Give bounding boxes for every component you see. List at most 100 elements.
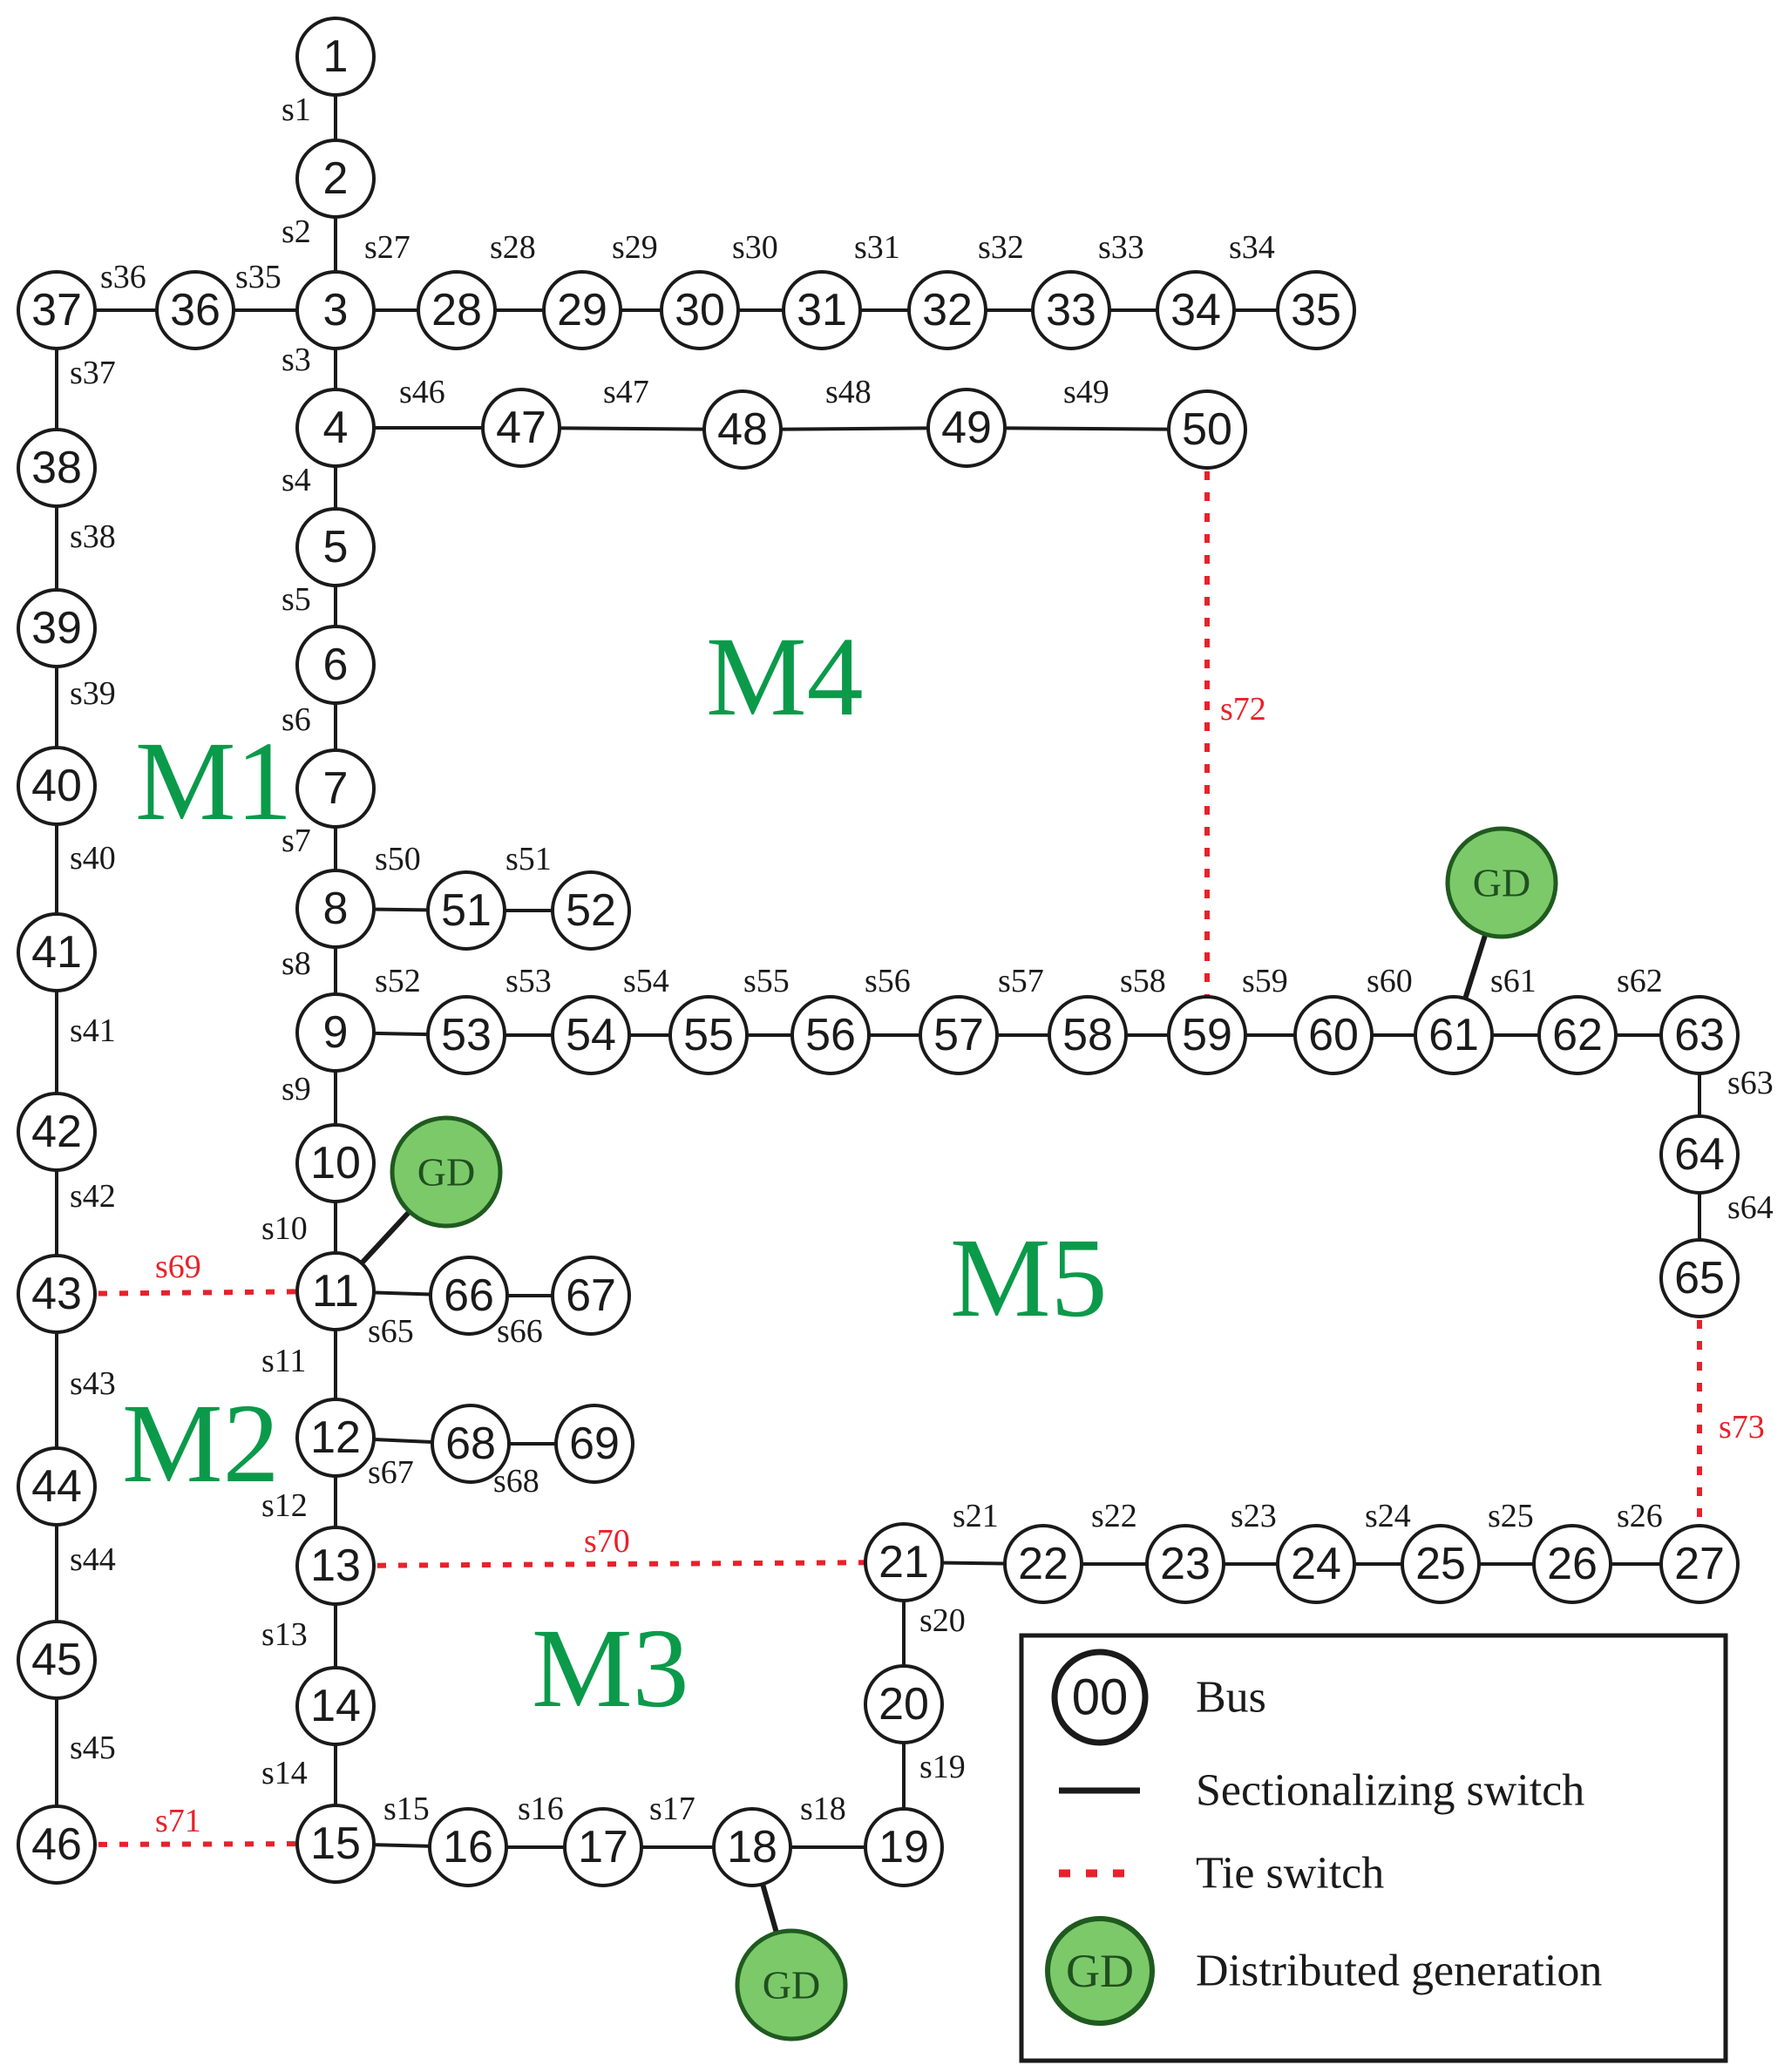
- bus-label: 45: [31, 1635, 82, 1685]
- bus-circle: [1293, 995, 1374, 1075]
- bus-15: 15: [295, 1804, 376, 1884]
- switch-label-s23: s23: [1231, 1498, 1277, 1534]
- switch-label-s59: s59: [1242, 963, 1288, 999]
- bus-label: 31: [797, 285, 847, 335]
- bus-circle: [1003, 1524, 1083, 1604]
- gd-circle: [735, 1928, 848, 2042]
- switch-label-s2: s2: [282, 213, 311, 250]
- region-label-m4: M4: [706, 614, 864, 740]
- region-label-m2: M2: [122, 1381, 280, 1507]
- switch-label-s61: s61: [1490, 963, 1537, 999]
- bus-label: 1: [323, 31, 349, 82]
- switch-label-s39: s39: [70, 675, 116, 712]
- switch-label-s29: s29: [612, 229, 658, 266]
- bus-circle: [551, 870, 631, 951]
- bus-66: 66: [429, 1256, 509, 1336]
- legend-bus-symbol-text: 00: [1072, 1669, 1129, 1726]
- bus-68: 68: [431, 1404, 511, 1484]
- bus-circle: [295, 748, 376, 829]
- bus-circle: [295, 1666, 376, 1746]
- bus-circle: [295, 869, 376, 949]
- bus-17: 17: [563, 1807, 643, 1887]
- switch-label-s15: s15: [383, 1791, 430, 1827]
- bus-59: 59: [1167, 995, 1247, 1075]
- bus-label: 42: [31, 1107, 82, 1157]
- bus-circle: [542, 270, 622, 350]
- tie-switch-label-s69: s69: [155, 1249, 201, 1285]
- switch-label-s63: s63: [1727, 1065, 1774, 1101]
- switch-label-s51: s51: [505, 841, 552, 877]
- bus-circle: [1031, 270, 1111, 350]
- switch-label-s9: s9: [282, 1071, 311, 1107]
- region-label-m1: M1: [135, 719, 293, 844]
- bus-55: 55: [668, 995, 749, 1075]
- bus-label: 41: [31, 927, 82, 978]
- gd-circle: [1445, 826, 1558, 939]
- bus-11: 11: [295, 1251, 376, 1331]
- bus-42: 42: [17, 1092, 97, 1172]
- bus-52: 52: [551, 870, 631, 951]
- switch-label-s45: s45: [70, 1730, 116, 1766]
- bus-label: 23: [1160, 1539, 1211, 1589]
- bus-26: 26: [1532, 1524, 1612, 1604]
- bus-circle: [1276, 270, 1356, 350]
- bus-label: 9: [323, 1007, 349, 1058]
- bus-label: 57: [933, 1010, 984, 1060]
- switch-label-s21: s21: [953, 1498, 999, 1534]
- bus-circle: [554, 1404, 634, 1484]
- bus-57: 57: [919, 995, 999, 1075]
- bus-5: 5: [295, 507, 376, 587]
- bus-18: 18: [712, 1807, 792, 1887]
- bus-circle: [17, 1446, 97, 1527]
- bus-circle: [1532, 1524, 1612, 1604]
- switch-label-s55: s55: [743, 963, 790, 999]
- bus-65: 65: [1659, 1238, 1740, 1318]
- bus-circle: [17, 1092, 97, 1172]
- bus-label: 22: [1018, 1539, 1068, 1589]
- switch-label-s26: s26: [1617, 1498, 1663, 1534]
- switch-label-s48: s48: [825, 374, 872, 410]
- bus-circle: [907, 270, 987, 350]
- switch-label-s34: s34: [1229, 229, 1275, 266]
- bus-7: 7: [295, 748, 376, 829]
- bus-label: 65: [1674, 1253, 1725, 1303]
- switch-label-s32: s32: [978, 229, 1024, 266]
- bus-circle: [295, 388, 376, 468]
- bus-label: 50: [1182, 404, 1232, 455]
- bus-label: 64: [1674, 1129, 1725, 1180]
- gd-18: GD: [735, 1928, 848, 2042]
- bus-circle: [17, 428, 97, 508]
- gd-61: GD: [1445, 826, 1558, 939]
- bus-label: 69: [569, 1419, 620, 1469]
- bus-label: 29: [557, 285, 607, 335]
- switch-label-s60: s60: [1367, 963, 1413, 999]
- bus-label: 66: [444, 1270, 494, 1321]
- switch-label-s1: s1: [282, 91, 311, 128]
- bus-label: 60: [1308, 1010, 1359, 1060]
- bus-32: 32: [907, 270, 987, 350]
- bus-label: 17: [578, 1822, 628, 1872]
- bus-circle: [295, 1123, 376, 1203]
- bus-label: 43: [31, 1269, 82, 1319]
- bus-label: 49: [941, 403, 992, 453]
- bus-63: 63: [1659, 995, 1740, 1075]
- bus-circle: [864, 1664, 944, 1744]
- bus-circle: [295, 625, 376, 705]
- switch-label-s19: s19: [919, 1749, 966, 1785]
- switch-label-s44: s44: [70, 1541, 116, 1578]
- bus-9: 9: [295, 992, 376, 1073]
- bus-label: 12: [310, 1412, 361, 1463]
- bus-label: 20: [879, 1679, 929, 1730]
- region-label-m3: M3: [532, 1606, 689, 1731]
- switch-label-s31: s31: [854, 229, 900, 266]
- bus-circle: [668, 995, 749, 1075]
- bus-44: 44: [17, 1446, 97, 1527]
- bus-label: 21: [879, 1537, 929, 1588]
- switch-label-s12: s12: [261, 1487, 308, 1524]
- gd-label: GD: [1473, 861, 1530, 905]
- bus-circle: [1659, 1114, 1740, 1195]
- switch-label-s58: s58: [1120, 963, 1166, 999]
- bus-circle: [17, 270, 97, 350]
- switch-label-s20: s20: [919, 1602, 966, 1639]
- bus-2: 2: [295, 139, 376, 219]
